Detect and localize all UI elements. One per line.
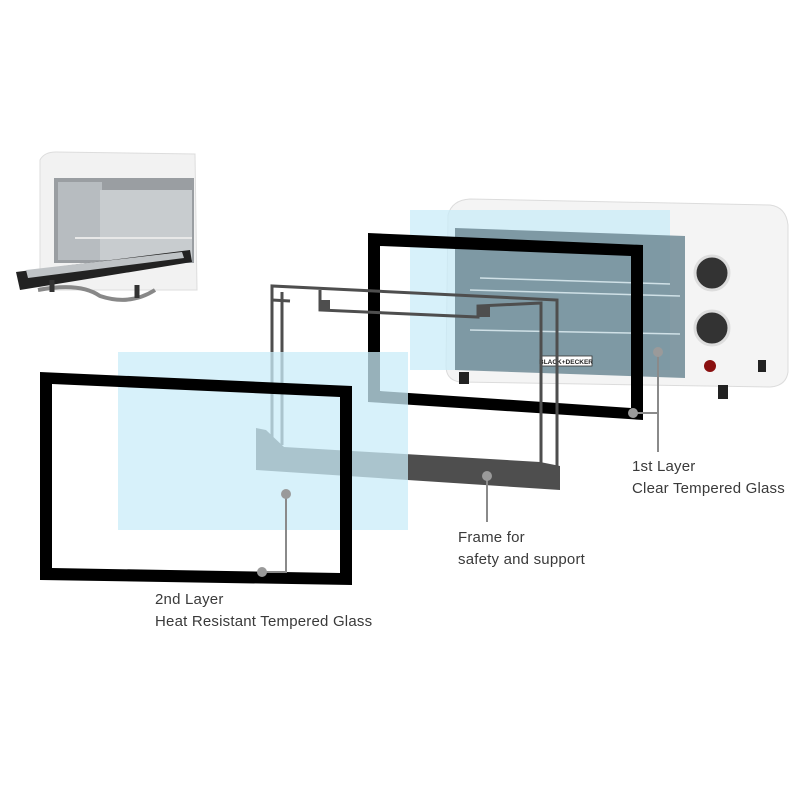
callout-dot-icon [628,408,638,418]
glass-border-2 [40,372,352,585]
callout-dot-icon [257,567,267,577]
callout-dot-icon [653,347,663,357]
callout-layer2-desc: Heat Resistant Tempered Glass [155,613,373,630]
svg-text:BLACK+DECKER: BLACK+DECKER [539,359,593,366]
callout-frame-desc: safety and support [458,551,586,568]
callout-frame: Frame for safety and support [458,527,585,571]
callout-layer2: 2nd Layer Heat Resistant Tempered Glass [155,589,372,633]
oven-door-window [455,228,685,378]
power-light [704,360,716,372]
callout-dot-icon [281,489,291,499]
callout-layer2-title: 2nd Layer [155,591,224,608]
callout-frame-title: Frame for [458,529,525,546]
callout-dot-icon [482,471,492,481]
toaster-oven: BLACK+DECKER [410,198,789,399]
callout-layer1-title: 1st Layer [632,458,696,475]
callout-layer1-desc: Clear Tempered Glass [632,480,785,497]
leader-lines [262,352,659,573]
callout-layer1: 1st Layer Clear Tempered Glass [632,456,785,500]
temperature-knob [693,254,731,292]
open-oven-thumbnail [16,151,198,302]
timer-knob [693,309,731,347]
